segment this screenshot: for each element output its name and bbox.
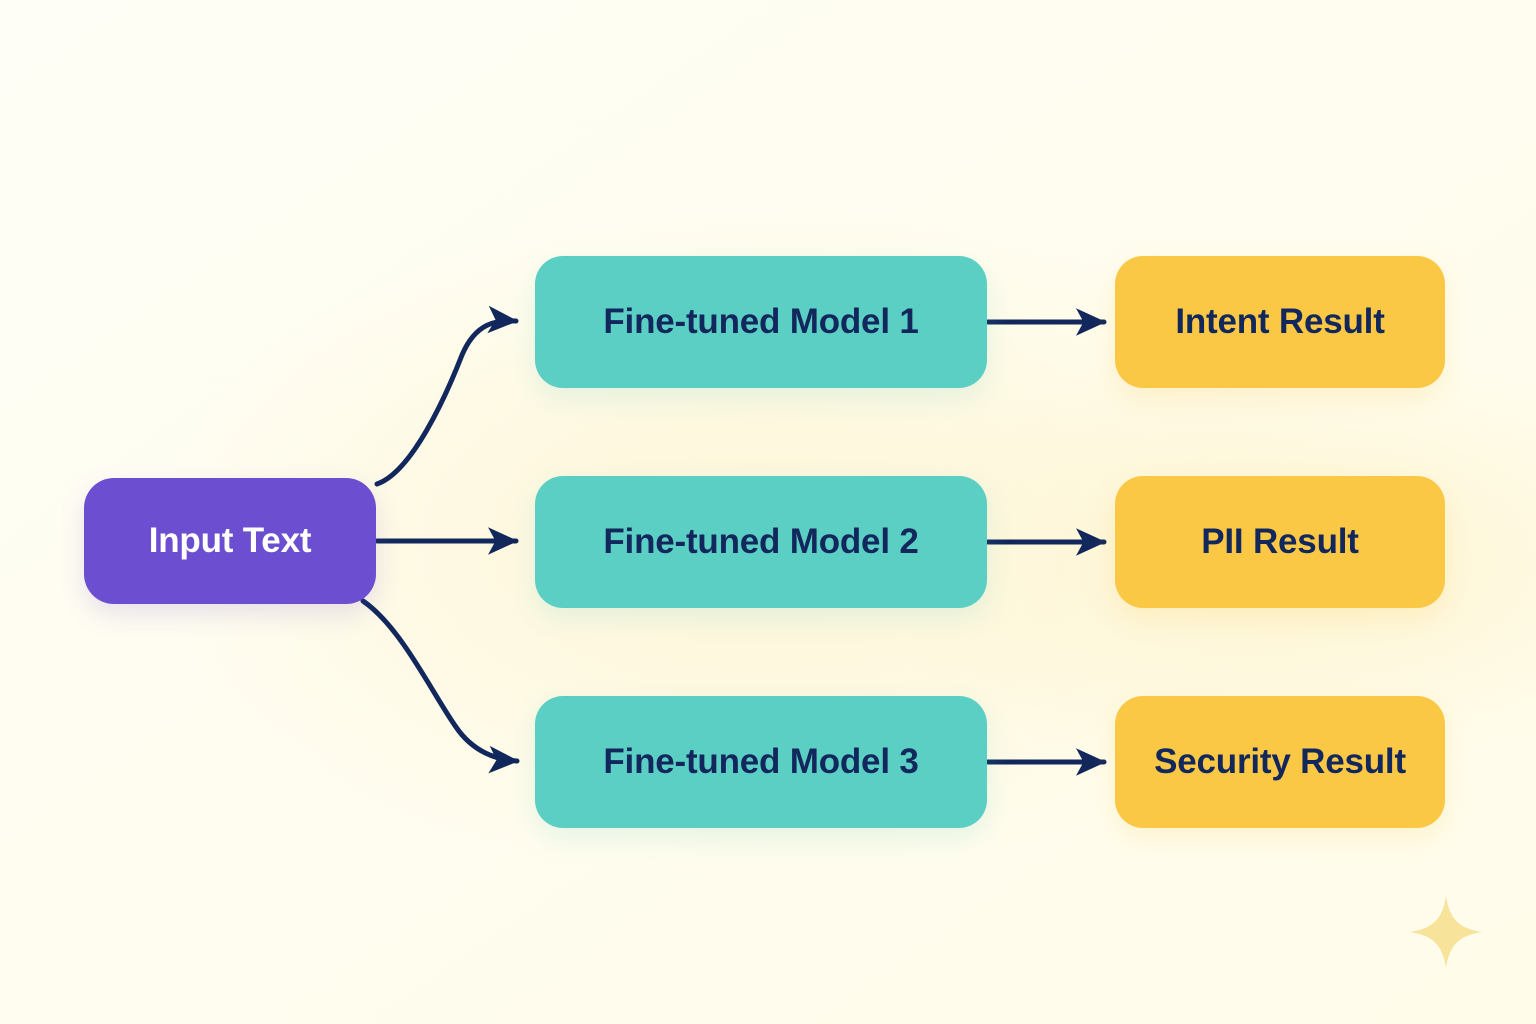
node-intent-result[interactable]: Intent Result (1115, 256, 1445, 388)
node-security-result[interactable]: Security Result (1115, 696, 1445, 828)
node-input-text-label: Input Text (148, 520, 312, 560)
node-fine-tuned-model-2-label: Fine-tuned Model 2 (603, 521, 919, 561)
node-pii-result[interactable]: PII Result (1115, 476, 1445, 608)
node-security-result-label: Security Result (1154, 741, 1406, 781)
node-fine-tuned-model-2[interactable]: Fine-tuned Model 2 (535, 476, 987, 608)
sparkle-icon (1410, 896, 1482, 968)
edge-input-to-model-1 (374, 305, 519, 487)
edge-input-to-model-3 (360, 598, 520, 774)
node-fine-tuned-model-1-label: Fine-tuned Model 1 (603, 301, 919, 341)
node-pii-result-label: PII Result (1201, 521, 1359, 561)
node-input-text[interactable]: Input Text (84, 478, 376, 604)
node-intent-result-label: Intent Result (1175, 301, 1385, 341)
node-fine-tuned-model-1[interactable]: Fine-tuned Model 1 (535, 256, 987, 388)
node-fine-tuned-model-3[interactable]: Fine-tuned Model 3 (535, 696, 987, 828)
node-fine-tuned-model-3-label: Fine-tuned Model 3 (603, 741, 919, 781)
